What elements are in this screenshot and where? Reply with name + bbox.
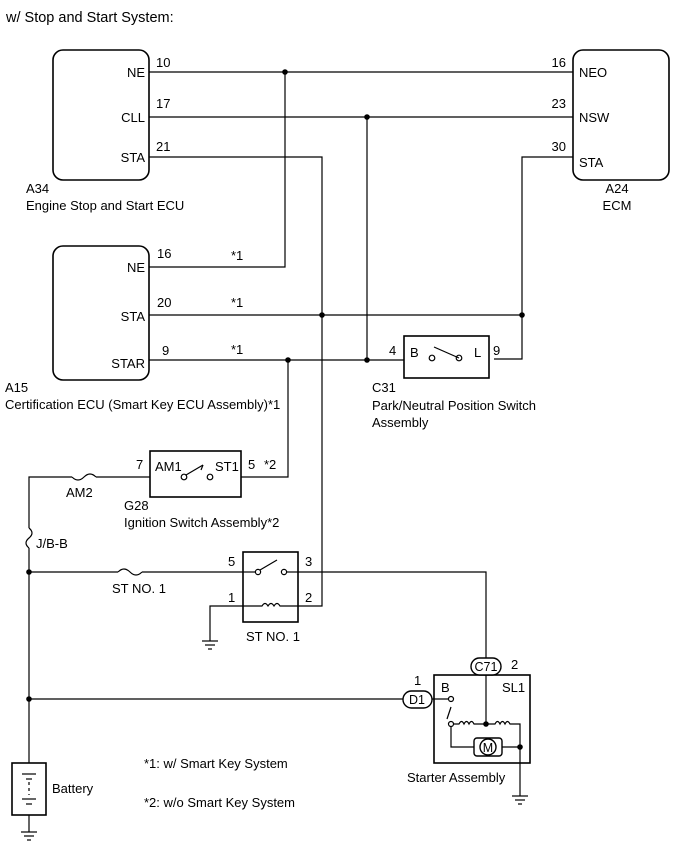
g28-pin-am1: AM1 (155, 459, 182, 474)
a34-ecu: NE CLL STA 10 17 21 A34 Engine Stop and … (26, 49, 184, 213)
c31-park-neutral-switch: B L 4 9 C31 Park/Neutral Position Switch… (372, 335, 536, 430)
a15-pin-sta: STA (121, 309, 146, 324)
starter-coil-right (486, 720, 521, 747)
relay-pin-5: 5 (228, 554, 235, 569)
a15-pin-num-star: 9 (162, 343, 169, 358)
d1-label: D1 (409, 693, 425, 707)
a34-pin-cll: CLL (121, 110, 145, 125)
a24-pin-num-neo: 16 (552, 55, 566, 70)
battery: Battery (11, 762, 94, 841)
note-no-smart-key: *2: w/o Smart Key System (144, 795, 295, 810)
c31-name-line1: Park/Neutral Position Switch (372, 398, 536, 413)
g28-pin-num-st1: 5 (248, 457, 255, 472)
a15-name: Certification ECU (Smart Key ECU Assembl… (5, 397, 280, 412)
c31-pin-num-l: 9 (493, 343, 500, 358)
g28-switch-contact (185, 464, 204, 476)
a24-code: A24 (605, 181, 628, 196)
a15-note-sta: *1 (231, 295, 243, 310)
signal-wires (149, 69, 573, 607)
starter-name: Starter Assembly (407, 770, 506, 785)
diagram-title: w/ Stop and Start System: (5, 10, 174, 26)
a15-ecu: NE STA STAR 16 20 9 *1 *1 *1 A15 Certifi… (5, 245, 280, 412)
c71-label: C71 (475, 660, 498, 674)
a15-note-star: *1 (231, 342, 243, 357)
g28-ignition-switch: AM1 ST1 7 5 *2 G28 Ignition Switch Assem… (124, 450, 279, 530)
relay-coil (243, 602, 298, 608)
st-no1-relay: 5 3 1 2 ST NO. 1 (202, 551, 487, 658)
jb-fuse-label: J/B-B (36, 536, 68, 551)
am2-fuse-symbol (71, 473, 97, 481)
st-fuse-label: ST NO. 1 (112, 581, 166, 596)
am2-fuse-label: AM2 (66, 485, 93, 500)
a34-name: Engine Stop and Start ECU (26, 198, 184, 213)
g28-code: G28 (124, 498, 149, 513)
a34-pin-ne: NE (127, 65, 145, 80)
a15-note-ne: *1 (231, 248, 243, 263)
g28-pin-st1: ST1 (215, 459, 239, 474)
g28-pin-num-am1: 7 (136, 457, 143, 472)
g28-note: *2 (264, 457, 276, 472)
relay-pin-1: 1 (228, 590, 235, 605)
starter-b-contact (446, 706, 452, 720)
jb-fuse-symbol (25, 527, 33, 549)
starter-coil-left (454, 720, 486, 726)
a24-pin-num-sta: 30 (552, 139, 566, 154)
g28-name: Ignition Switch Assembly*2 (124, 515, 279, 530)
starter-assembly: C71 D1 1 2 B SL1 M Starter Assembly (402, 657, 531, 805)
a24-pin-nsw: NSW (579, 110, 610, 125)
starter-label-sl1: SL1 (502, 680, 525, 695)
c31-code: C31 (372, 380, 396, 395)
c31-pin-b: B (410, 345, 419, 360)
motor-label: M (483, 741, 493, 755)
a34-pin-sta: STA (121, 150, 146, 165)
a34-pin-num-sta: 21 (156, 139, 170, 154)
c31-pin-l: L (474, 345, 481, 360)
st-fuse-symbol (117, 568, 143, 576)
a24-pin-num-nsw: 23 (552, 96, 566, 111)
a15-pin-num-sta: 20 (157, 295, 171, 310)
a34-pin-num-ne: 10 (156, 55, 170, 70)
a24-ecm: NEO NSW STA 16 23 30 A24 ECM (552, 49, 670, 213)
a24-pin-sta: STA (579, 155, 604, 170)
relay-contact (259, 559, 278, 571)
relay-pin-3: 3 (305, 554, 312, 569)
a15-code: A15 (5, 380, 28, 395)
starter-label-b: B (441, 680, 450, 695)
battery-label: Battery (52, 781, 94, 796)
d1-pin-num: 1 (414, 673, 421, 688)
c71-pin-num: 2 (511, 657, 518, 672)
a24-pin-neo: NEO (579, 65, 607, 80)
a24-name: ECM (603, 198, 632, 213)
a15-pin-num-ne: 16 (157, 246, 171, 261)
c31-name-line2: Assembly (372, 415, 429, 430)
c31-pin-num-b: 4 (389, 343, 396, 358)
c31-switch-contact (433, 346, 460, 359)
note-smart-key: *1: w/ Smart Key System (144, 756, 288, 771)
relay-pin-2: 2 (305, 590, 312, 605)
a34-code: A34 (26, 181, 49, 196)
a15-pin-ne: NE (127, 260, 145, 275)
relay-name: ST NO. 1 (246, 629, 300, 644)
power-wiring: AM2 J/B-B ST NO. 1 (25, 473, 403, 763)
a15-pin-star: STAR (111, 356, 145, 371)
a34-pin-num-cll: 17 (156, 96, 170, 111)
